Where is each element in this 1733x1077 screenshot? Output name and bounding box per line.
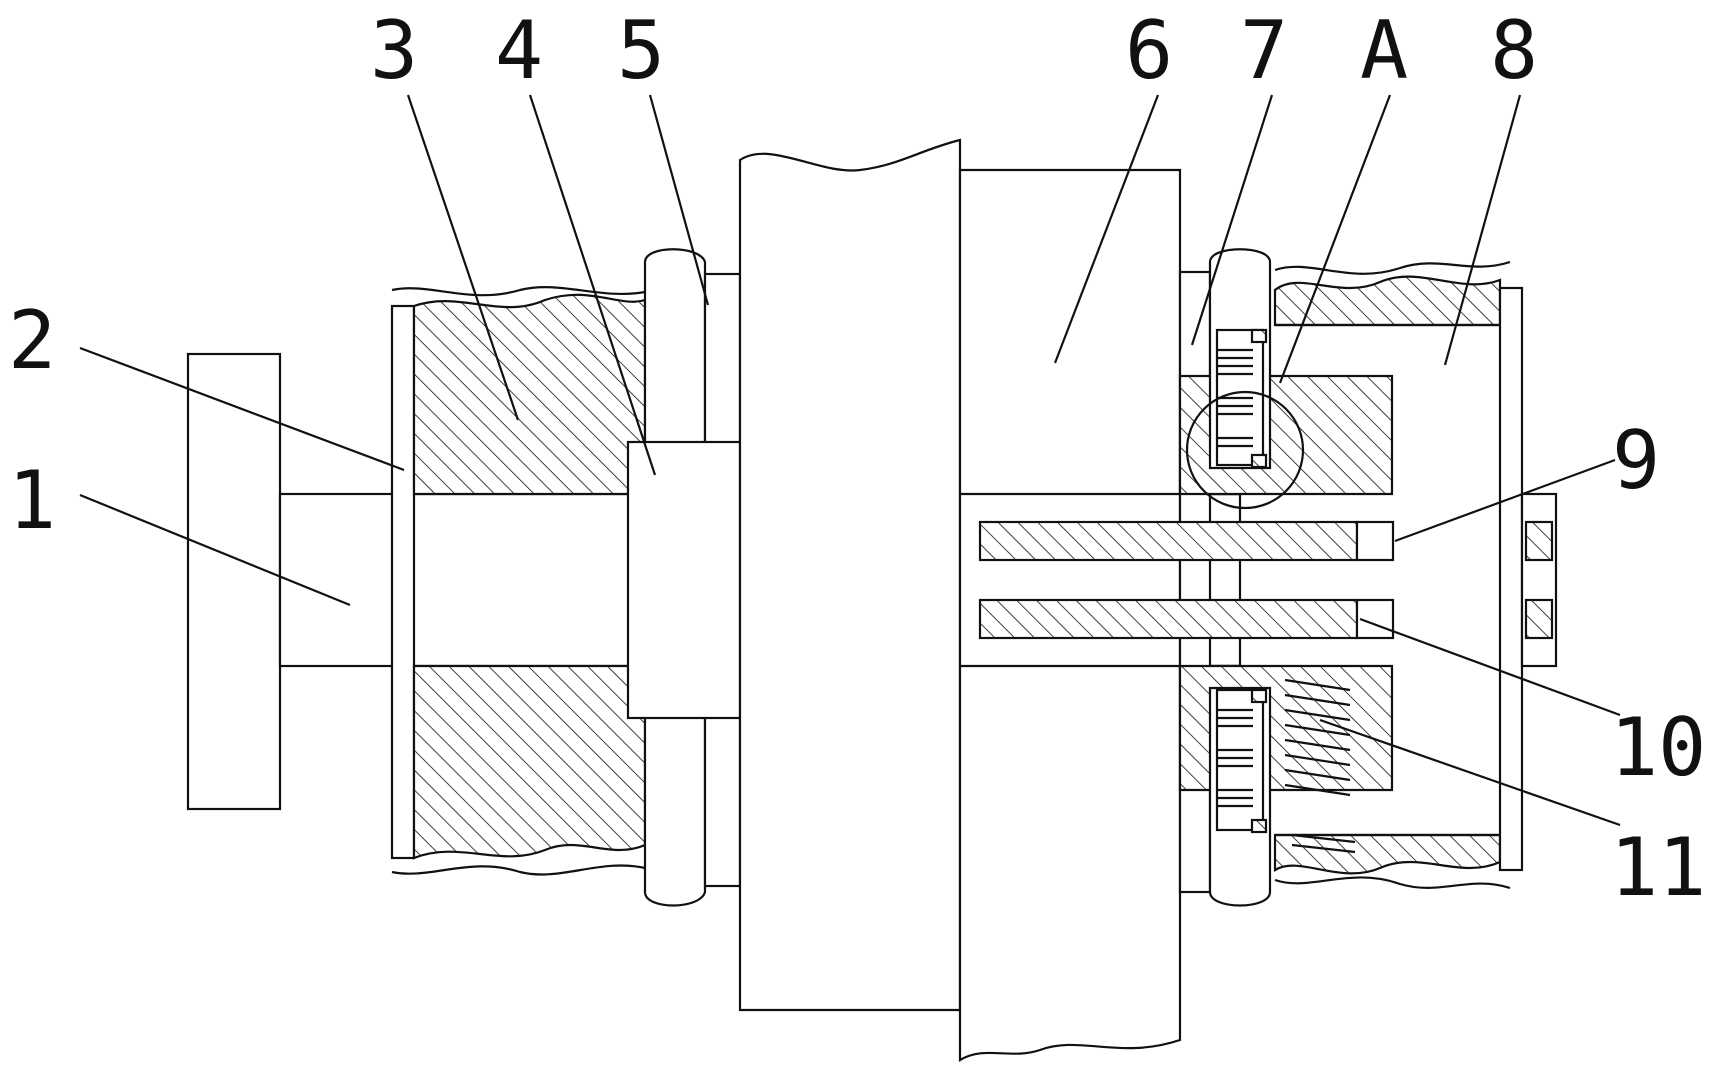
callout-a: A — [1360, 4, 1408, 97]
spring-column-upper — [1210, 249, 1270, 468]
callout-3: 3 — [370, 4, 418, 97]
guide-rod-lower — [980, 600, 1357, 638]
callout-10: 10 — [1610, 701, 1706, 794]
end-cap — [1522, 494, 1556, 666]
callout-4: 4 — [495, 4, 543, 97]
wall-body — [740, 140, 960, 1010]
callout-2: 2 — [8, 294, 56, 387]
callout-1: 1 — [8, 454, 56, 547]
rod-end-upper — [1357, 522, 1393, 560]
guide-rod-upper — [980, 522, 1357, 560]
callout-11: 11 — [1610, 821, 1706, 914]
callout-9: 9 — [1612, 414, 1660, 507]
sleeve — [628, 442, 740, 718]
handwheel-plate — [188, 354, 280, 809]
callout-8: 8 — [1490, 4, 1538, 97]
spring-column-lower — [1210, 688, 1270, 906]
callout-7: 7 — [1240, 4, 1288, 97]
callout-5: 5 — [617, 4, 665, 97]
callout-6: 6 — [1125, 4, 1173, 97]
